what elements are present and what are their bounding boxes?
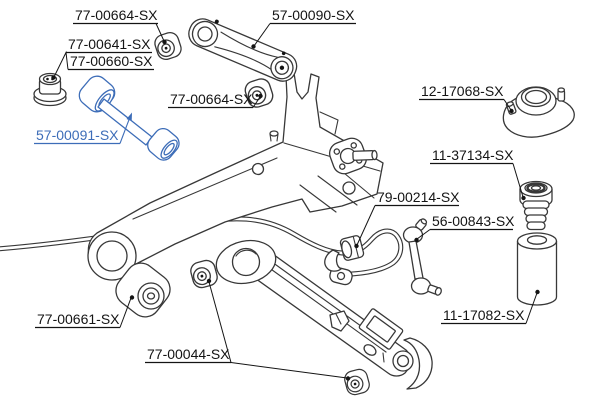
svg-text:57-00091-SX[interactable]: 57-00091-SX [36,127,119,143]
leader-lines [51,23,540,381]
svg-text:77-00660-SX[interactable]: 77-00660-SX [70,53,153,69]
svg-text:79-00214-SX[interactable]: 79-00214-SX [377,189,460,205]
lower-arm-hole [363,344,377,356]
part-label-77-00664-top[interactable]: 77-00664-SX [73,7,158,25]
part-label-77-00661[interactable]: 77-00661-SX [35,311,120,329]
shock-dust-cover [516,232,558,306]
lateral-rod-highlighted[interactable] [75,72,182,164]
bushing-77-00044-b [344,368,370,396]
part-label-79-00214[interactable]: 79-00214-SX [375,189,460,207]
svg-text:11-37134-SX[interactable]: 11-37134-SX [432,147,514,163]
svg-text:77-00641-SX[interactable]: 77-00641-SX [68,36,151,52]
arm-stud [269,130,279,142]
svg-text:77-00664-SX[interactable]: 77-00664-SX [75,7,158,23]
svg-text:77-00044-SX[interactable]: 77-00044-SX [147,346,230,362]
lower-control-arm [215,239,433,390]
strut-mount [502,86,575,138]
trailing-arm [87,72,384,281]
hub-spindle [329,137,378,175]
plate-hole [342,181,356,195]
part-labels: 77-00664-SX 57-00090-SX 77-00641-SX 77-0… [34,7,526,364]
mount-stud-right [557,87,566,102]
svg-text:57-00090-SX[interactable]: 57-00090-SX [272,7,355,23]
bushing-77-00664-top [154,31,182,61]
part-label-77-00641[interactable]: 77-00641-SX [66,36,152,54]
svg-text:12-17068-SX[interactable]: 12-17068-SX [421,83,504,99]
lower-arm-end-flange [403,337,433,390]
trailing-arm-hole [251,162,265,176]
part-label-77-00660[interactable]: 77-00660-SX [68,53,154,71]
part-label-11-37134[interactable]: 11-37134-SX [430,147,514,165]
svg-text:56-00843-SX[interactable]: 56-00843-SX [432,213,515,229]
lower-arm-clamp-bracket [329,310,350,332]
bushing-77-00660-flanged [33,72,67,107]
spring-seat [358,308,404,350]
lower-arm-rear-eye [392,350,414,372]
bracket-rear-plate [319,111,339,135]
part-label-57-00091-selected[interactable]: 57-00091-SX [34,127,120,145]
bump-stop [519,180,553,231]
part-label-11-17082[interactable]: 11-17082-SX [441,307,526,325]
svg-text:77-00664-SX[interactable]: 77-00664-SX [170,91,253,107]
part-label-56-00843[interactable]: 56-00843-SX [430,213,515,231]
stabilizer-bar-bushing [339,235,365,261]
svg-text:77-00661-SX[interactable]: 77-00661-SX [37,311,120,327]
stabilizer-clamp-strap [324,249,342,272]
upper-control-arm [188,18,298,82]
bushing-77-00044-a [190,259,218,289]
part-label-12-17068[interactable]: 12-17068-SX [419,83,504,101]
lower-arm-front-eye [215,239,277,285]
part-label-77-00044[interactable]: 77-00044-SX [145,346,231,364]
svg-text:11-17082-SX[interactable]: 11-17082-SX [443,307,525,323]
part-label-57-00090[interactable]: 57-00090-SX [270,7,356,25]
part-label-77-00664-mid[interactable]: 77-00664-SX [168,91,253,109]
